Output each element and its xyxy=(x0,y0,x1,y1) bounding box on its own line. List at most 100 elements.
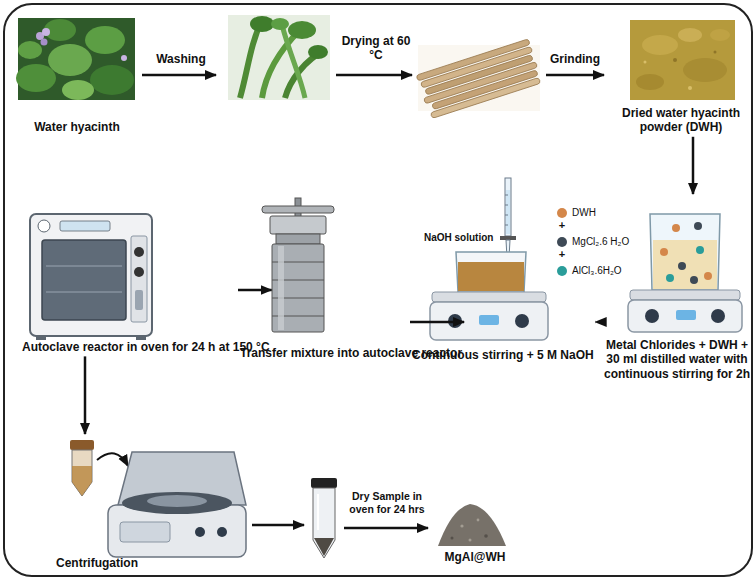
titration-stirrer xyxy=(505,178,511,236)
legend-row: AlCl₃.6H₂O xyxy=(557,265,622,276)
sample-tube xyxy=(317,494,319,530)
process-arrow xyxy=(252,524,304,527)
process-arrow xyxy=(142,74,216,77)
process-arrow xyxy=(594,321,597,324)
step-label: Dry Sample in oven for 24 hrs xyxy=(344,490,430,515)
process-arrow xyxy=(142,75,604,76)
oven xyxy=(42,240,126,320)
product-powder xyxy=(451,537,454,540)
autoclave-reactor xyxy=(276,234,320,244)
titration-stirrer xyxy=(506,190,510,234)
water-hyacinth-photo xyxy=(90,65,134,95)
process-arrow xyxy=(336,74,412,77)
powder-photo xyxy=(630,20,735,100)
legend-swatch xyxy=(557,208,567,218)
water-hyacinth-photo xyxy=(41,39,48,46)
sample-tube xyxy=(313,488,335,558)
washed-plants-photo xyxy=(308,45,328,59)
magnetic-stirrer-beaker xyxy=(704,272,712,280)
centrifuge xyxy=(147,495,207,507)
magnetic-stirrer-beaker xyxy=(653,240,717,289)
powder-photo xyxy=(644,61,647,64)
process-arrow xyxy=(692,137,695,194)
magnetic-stirrer-beaker xyxy=(666,274,674,282)
oven xyxy=(60,221,110,231)
centrifuge xyxy=(122,492,232,514)
washed-plants-photo xyxy=(271,18,289,30)
process-step: Metal Chlorides + DWH + 30 ml distilled … xyxy=(598,196,756,381)
magnetic-stirrer-beaker xyxy=(660,248,668,256)
titration-stirrer xyxy=(430,178,548,340)
magnetic-stirrer-beaker xyxy=(650,214,720,290)
process-step: MgAl@WH xyxy=(430,488,520,564)
product-powder xyxy=(438,504,506,546)
step-label: + xyxy=(556,219,568,232)
product-powder xyxy=(477,519,480,522)
titration-stirrer xyxy=(458,262,524,291)
product-powder xyxy=(438,504,506,546)
titration-stirrer xyxy=(505,225,508,226)
autoclave-reactor xyxy=(270,216,326,234)
process-step: Water hyacinth xyxy=(16,16,138,134)
legend-text: MgCl₂.6 H₂O xyxy=(572,236,629,247)
process-arrow xyxy=(546,74,604,77)
frame-border xyxy=(4,4,752,576)
washed-plants-photo xyxy=(250,16,274,32)
powder-photo xyxy=(678,28,702,42)
magnetic-stirrer-beaker xyxy=(711,309,725,323)
autoclave-reactor xyxy=(262,198,334,332)
oven xyxy=(36,336,46,340)
water-hyacinth-photo xyxy=(48,44,92,76)
magnetic-stirrer-beaker xyxy=(672,224,680,232)
step-caption: MgAl@WH xyxy=(430,550,520,564)
step-label: Drying at 60 °C xyxy=(338,34,414,63)
oven xyxy=(136,336,146,340)
magnetic-stirrer-beaker xyxy=(630,290,740,300)
oven xyxy=(135,290,143,310)
product-powder xyxy=(460,524,463,527)
legend-swatch xyxy=(557,266,567,276)
product-powder xyxy=(469,539,472,542)
titration-stirrer xyxy=(505,215,508,216)
titration-stirrer xyxy=(432,292,546,302)
magnetic-stirrer-beaker xyxy=(628,214,742,332)
sample-tube xyxy=(311,478,337,488)
process-step: Centrifugation xyxy=(50,436,250,570)
magnetic-stirrer-beaker xyxy=(678,262,686,270)
titration-stirrer xyxy=(505,195,508,196)
washed-plants-photo xyxy=(228,15,330,100)
autoclave-reactor xyxy=(262,206,334,213)
powder-photo xyxy=(683,58,727,82)
oven xyxy=(30,214,152,336)
oven xyxy=(134,247,144,257)
oven xyxy=(134,267,144,277)
centrifuge xyxy=(70,440,246,557)
step-label: NaOH solution xyxy=(424,232,500,244)
legend-text: DWH xyxy=(572,207,596,218)
centrifuge xyxy=(72,466,92,496)
centrifuge xyxy=(120,522,170,542)
process-step: Dried water hyacinth powder (DWH) xyxy=(606,16,756,135)
step-caption: Metal Chlorides + DWH + 30 ml distilled … xyxy=(598,338,756,381)
water-hyacinth-photo xyxy=(121,55,127,61)
step-caption: Autoclave reactor in oven for 24 h at 15… xyxy=(22,340,270,354)
process-arrow xyxy=(410,321,464,324)
process-arrow xyxy=(238,289,272,292)
dried-stalks-photo xyxy=(416,39,542,119)
oven xyxy=(131,236,147,322)
legend-swatch xyxy=(557,237,567,247)
oven xyxy=(46,292,122,293)
titration-stirrer xyxy=(500,236,516,240)
oven xyxy=(46,266,122,267)
water-hyacinth-photo xyxy=(85,26,125,54)
water-hyacinth-photo xyxy=(18,41,42,59)
process-arrow xyxy=(344,527,428,530)
magnetic-stirrer-beaker xyxy=(645,309,659,323)
step-caption: Centrifugation xyxy=(56,556,250,570)
autoclave-reactor xyxy=(272,244,324,332)
titration-stirrer xyxy=(479,315,499,325)
centrifuge xyxy=(70,440,94,450)
centrifuge xyxy=(195,527,205,537)
magnetic-stirrer-beaker xyxy=(694,222,702,230)
oven xyxy=(38,220,50,232)
